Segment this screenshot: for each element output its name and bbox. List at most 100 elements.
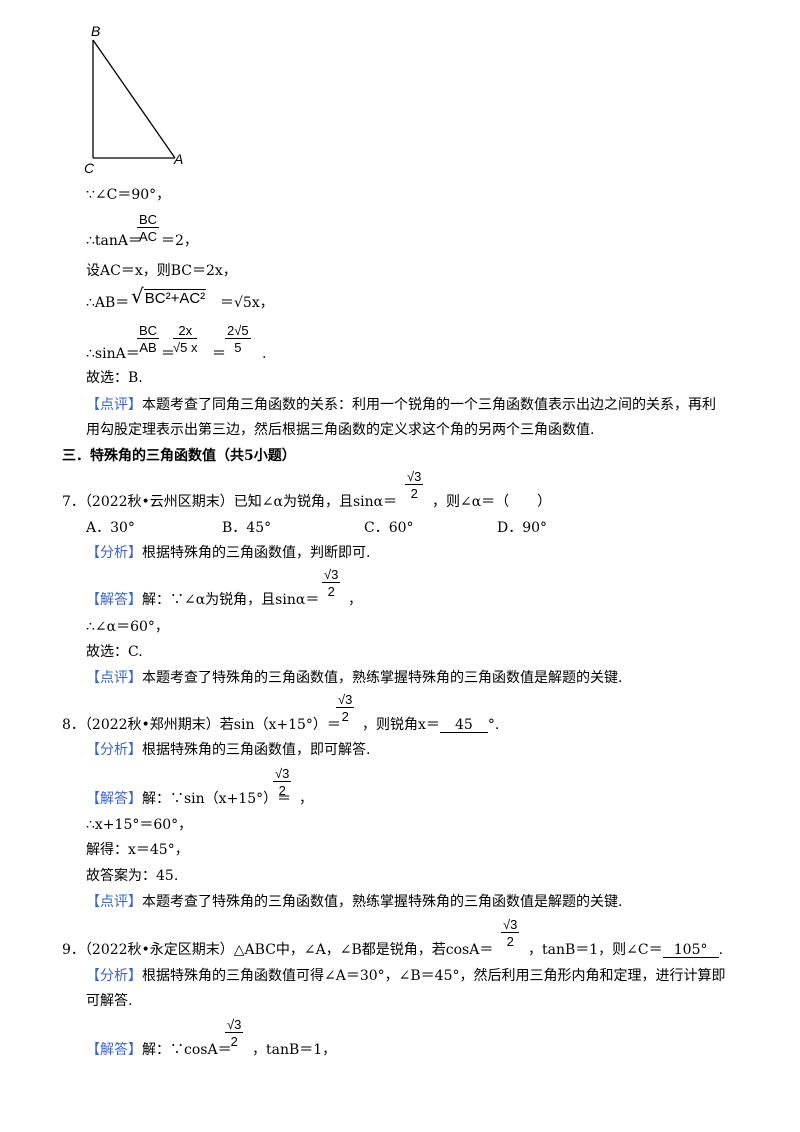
review-text: 本题考查了特殊角的三角函数值，熟练掌握特殊角的三角函数值是解题的关键. — [142, 894, 623, 910]
review-text: 本题考查了同角三角函数的关系：利用一个锐角的一个三角函数值表示出边之间的关系，再… — [142, 397, 716, 413]
q7-answer-after: ， — [348, 592, 362, 608]
solution6-tan-fraction: BC AC — [137, 212, 160, 244]
q7-option-c: C．60° — [364, 520, 414, 536]
section-heading: 三．特殊角的三角函数值（共5小题） — [62, 448, 296, 464]
answer-text: 解：∵∠α为锐角，且sinα＝ — [142, 592, 320, 608]
fraction-denominator: 2 — [230, 1034, 238, 1049]
fraction-numerator: √3 — [336, 692, 355, 708]
q8-stem-after-text: ，则锐角x＝ — [362, 717, 440, 733]
fraction-numerator: √3 — [405, 469, 424, 485]
radicand: BC²+AC² — [143, 289, 207, 307]
fraction-denominator: 2 — [327, 584, 335, 599]
q7-answer-fraction: √3 2 — [322, 567, 341, 599]
fraction-numerator: √3 — [322, 567, 341, 583]
q8-line2: ∴x+15°＝60°， — [86, 817, 193, 833]
q8-answer-fraction: √3 2 — [273, 766, 292, 798]
q8-line4: 故答案为：45. — [86, 868, 179, 884]
solution6-review-line2: 用勾股定理表示出第三边，然后根据三角函数的定义求这个角的另两个三角函数值. — [86, 422, 595, 438]
fraction-denominator: 2 — [506, 934, 514, 949]
fraction-numerator: BC — [137, 212, 160, 228]
fraction-denominator: 2 — [278, 783, 286, 798]
q9-analysis: 【分析】根据特殊角的三角函数值可得∠A＝30°，∠B＝45°，然后利用三角形内角… — [86, 969, 726, 983]
fraction-denominator: 2 — [410, 486, 418, 501]
answer-tag: 【解答】 — [86, 592, 142, 608]
review-tag: 【点评】 — [86, 894, 142, 910]
q8-stem-end: °. — [487, 717, 500, 733]
q8-stem-before: 8．（2022秋•郑州期末）若sin（x+15°）＝ — [62, 717, 341, 733]
analysis-tag: 【分析】 — [86, 742, 142, 758]
q7-review: 【点评】本题考查了特殊角的三角函数值，熟练掌握特殊角的三角函数值是解题的关键. — [86, 671, 622, 685]
solution6-sin-prefix: ∴sinA＝ — [86, 346, 140, 362]
fraction-denominator: √5 x — [173, 340, 198, 355]
solution6-line1: ∵∠C＝90°， — [86, 187, 171, 203]
q8-analysis: 【分析】根据特殊角的三角函数值，即可解答. — [86, 743, 370, 757]
vertex-label-c: C — [84, 160, 95, 176]
q9-answer-blank: 105° — [662, 943, 719, 958]
fraction-denominator: AB — [139, 340, 157, 355]
q8-review: 【点评】本题考查了特殊角的三角函数值，熟练掌握特殊角的三角函数值是解题的关键. — [86, 895, 622, 909]
fraction-numerator: BC — [137, 323, 160, 339]
equals-sign: ＝ — [161, 346, 175, 362]
q7-option-b: B．45° — [222, 520, 272, 536]
q7-analysis: 【分析】根据特殊角的三角函数值，判断即可. — [86, 546, 370, 560]
fraction-numerator: √3 — [501, 917, 520, 933]
q7-choice: 故选：C. — [86, 644, 143, 660]
answer-tag: 【解答】 — [86, 791, 142, 807]
vertex-label-b: B — [91, 23, 101, 39]
solution6-tan-suffix: ＝2， — [161, 233, 198, 249]
q7-answer-before: 【解答】解：∵∠α为锐角，且sinα＝ — [86, 593, 319, 607]
solution6-line3: 设AC＝x，则BC＝2x， — [86, 263, 237, 279]
review-tag: 【点评】 — [86, 670, 142, 686]
analysis-tag: 【分析】 — [86, 545, 142, 561]
vertex-label-a: A — [174, 151, 184, 167]
q9-stem-fraction: √3 2 — [501, 917, 520, 949]
analysis-text: 根据特殊角的三角函数值，判断即可. — [142, 545, 371, 561]
q7-line2: ∴∠α＝60°， — [86, 619, 169, 635]
analysis-tag: 【分析】 — [86, 968, 142, 984]
q7-option-d: D．90° — [497, 520, 548, 536]
review-text: 本题考查了特殊角的三角函数值，熟练掌握特殊角的三角函数值是解题的关键. — [142, 670, 623, 686]
solution6-ab-prefix: ∴AB＝ — [86, 295, 130, 311]
fraction-denominator: 5 — [234, 340, 242, 355]
fraction-denominator: AC — [139, 229, 158, 244]
answer-text: 解：∵cosA＝ — [142, 1042, 232, 1058]
q8-answer-after: ， — [299, 791, 313, 807]
q8-answer-blank: 45 — [439, 718, 488, 733]
q8-answer-before: 【解答】解：∵sin（x+15°）＝ — [86, 792, 291, 806]
solution6-sin-fraction-2: 2x √5 x — [173, 324, 198, 355]
q7-stem-fraction: √3 2 — [405, 469, 424, 501]
fraction-numerator: √3 — [225, 1017, 244, 1033]
solution6-ab-suffix: ＝√5x， — [220, 295, 274, 311]
answer-text: 解：∵sin（x+15°）＝ — [142, 791, 292, 807]
q9-stem-before: 9．（2022秋•永定区期末）△ABC中，∠A，∠B都是锐角，若cosA＝ — [62, 942, 494, 958]
solution6-sin-fraction-1: BC AB — [137, 323, 160, 355]
equals-sign: ＝ — [212, 346, 226, 362]
solution6-choice: 故选：B. — [86, 370, 143, 386]
q8-stem-fraction: √3 2 — [336, 692, 355, 724]
analysis-text: 根据特殊角的三角函数值，即可解答. — [142, 742, 371, 758]
q7-stem-after: ，则∠α＝（ ） — [432, 494, 552, 510]
q8-stem-after: ，则锐角x＝45°. — [362, 718, 499, 733]
q9-answer-after: ，tanB＝1， — [252, 1042, 337, 1058]
fraction-denominator: 2 — [341, 709, 349, 724]
q9-stem-after: ，tanB＝1，则∠C＝105°. — [528, 943, 723, 958]
solution6-sin-end: . — [262, 346, 267, 362]
q9-answer-fraction: √3 2 — [225, 1017, 244, 1049]
solution6-ab-radical: √BC²+AC² — [131, 284, 207, 308]
fraction-numerator: 2√5 — [225, 323, 251, 339]
solution6-tan-prefix: ∴tanA＝ — [86, 233, 143, 249]
analysis-text: 根据特殊角的三角函数值可得∠A＝30°，∠B＝45°，然后利用三角形内角和定理，… — [142, 968, 726, 984]
fraction-numerator: √3 — [273, 766, 292, 782]
q7-option-a: A．30° — [86, 520, 135, 536]
solution6-review: 【点评】本题考查了同角三角函数的关系：利用一个锐角的一个三角函数值表示出边之间的… — [86, 398, 716, 412]
triangle-side-ab — [92, 39, 176, 159]
q7-stem-before: 7．（2022秋•云州区期末）已知∠α为锐角，且sinα＝ — [62, 494, 398, 510]
fraction-numerator: 2x — [173, 324, 198, 339]
q9-stem-end: . — [718, 942, 724, 958]
q9-answer-before: 【解答】解：∵cosA＝ — [86, 1043, 232, 1057]
solution6-sin-fraction-3: 2√5 5 — [225, 324, 251, 354]
q9-stem-after-text: ，tanB＝1，则∠C＝ — [528, 942, 663, 958]
q8-line3: 解得：x＝45°， — [86, 842, 189, 858]
answer-tag: 【解答】 — [86, 1042, 142, 1058]
